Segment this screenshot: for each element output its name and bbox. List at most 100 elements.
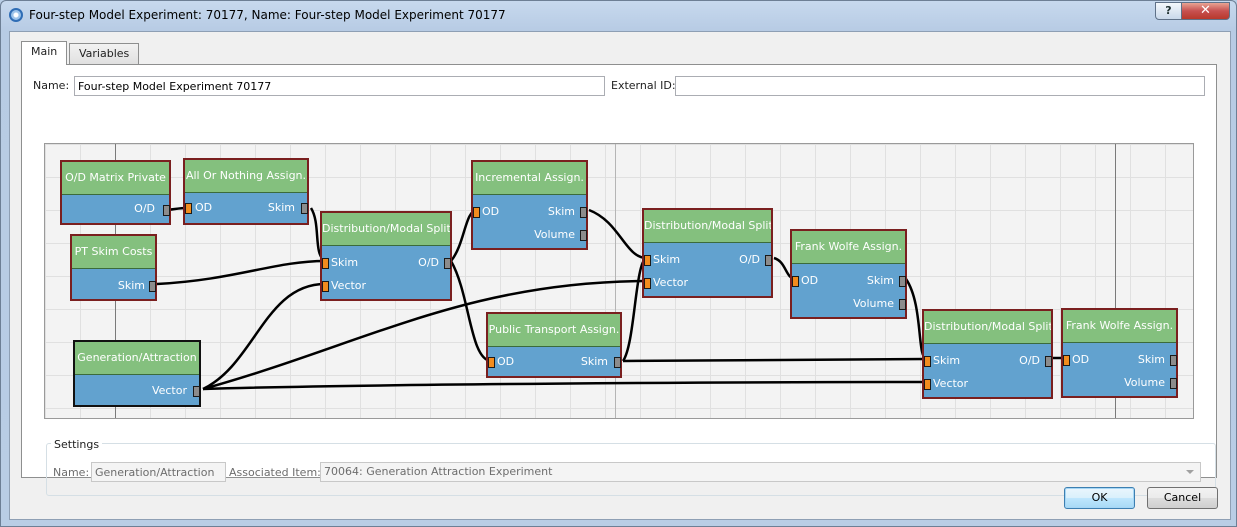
port-label: OD	[482, 205, 500, 218]
port-label: Skim	[547, 205, 575, 218]
node-title: Incremental Assign.	[473, 162, 586, 195]
node-title: Frank Wolfe Assign.	[1063, 310, 1176, 343]
node-distribution-3[interactable]: Distribution/Modal Split Skim Vector O/D	[922, 309, 1053, 399]
cancel-button[interactable]: Cancel	[1147, 487, 1218, 509]
help-button[interactable]: ?	[1155, 2, 1182, 20]
port-label: Skim	[580, 355, 608, 368]
node-title: Public Transport Assign.	[488, 314, 620, 347]
input-port[interactable]	[924, 356, 931, 367]
input-port[interactable]	[1063, 355, 1070, 366]
node-title: All Or Nothing Assign.	[185, 160, 307, 193]
close-button[interactable]: ✕	[1181, 2, 1230, 20]
input-port[interactable]	[792, 276, 799, 287]
output-port[interactable]	[1045, 356, 1052, 367]
node-frank-wolfe-1[interactable]: Frank Wolfe Assign. OD Skim Volume	[790, 229, 907, 319]
tab-main[interactable]: Main	[21, 41, 68, 65]
port-label: Skim	[1137, 353, 1165, 366]
wire-dist1-pta	[449, 260, 492, 363]
node-title: Distribution/Modal Split	[644, 210, 771, 243]
input-port[interactable]	[322, 281, 329, 292]
port-label: Skim	[331, 256, 359, 269]
port-label: OD	[801, 274, 819, 287]
model-canvas[interactable]: O/D Matrix Private O/D PT Skim Costs Ski…	[44, 143, 1194, 419]
window-title: Four-step Model Experiment: 70177, Name:…	[29, 8, 506, 22]
node-distribution-1[interactable]: Distribution/Modal Split Skim Vector O/D	[320, 211, 452, 301]
input-port[interactable]	[473, 207, 480, 218]
port-label: Skim	[267, 201, 295, 214]
port-label: O/D	[134, 202, 155, 215]
output-port[interactable]	[149, 281, 156, 292]
port-label: Vector	[151, 384, 187, 397]
output-port[interactable]	[444, 258, 451, 269]
port-label: Vector	[653, 276, 689, 289]
main-tab-panel: Name: External ID:	[21, 64, 1217, 496]
port-label: Skim	[653, 253, 681, 266]
port-label: Skim	[933, 354, 961, 367]
external-id-label: External ID:	[611, 79, 676, 92]
name-label: Name:	[33, 79, 70, 92]
settings-name-label: Name:	[53, 466, 90, 479]
node-title: Distribution/Modal Split	[924, 311, 1051, 344]
wire-gen-dist3-vector	[202, 380, 927, 391]
output-port[interactable]	[899, 276, 906, 287]
port-label: OD	[1072, 353, 1090, 366]
canvas-guide-line	[1115, 144, 1116, 418]
node-aon-assign[interactable]: All Or Nothing Assign. OD Skim	[183, 158, 309, 225]
title-bar[interactable]: Four-step Model Experiment: 70177, Name:…	[1, 1, 1236, 29]
port-label: Volume	[853, 297, 894, 310]
input-port[interactable]	[644, 278, 651, 289]
output-port[interactable]	[614, 357, 621, 368]
settings-name-input[interactable]	[91, 462, 226, 482]
input-port[interactable]	[644, 255, 651, 266]
node-title: Generation/Attraction	[75, 342, 199, 375]
app-icon	[9, 8, 23, 22]
port-label: Volume	[1124, 376, 1165, 389]
settings-group	[46, 443, 1216, 496]
output-port[interactable]	[163, 205, 170, 216]
input-port[interactable]	[924, 379, 931, 390]
node-public-transport-assign[interactable]: Public Transport Assign. OD Skim	[486, 312, 622, 378]
ok-button[interactable]: OK	[1064, 487, 1135, 509]
port-label: Vector	[331, 279, 367, 292]
port-label: O/D	[1019, 354, 1040, 367]
node-incremental-assign[interactable]: Incremental Assign. OD Skim Volume	[471, 160, 588, 250]
associated-item-value: 70064: Generation Attraction Experiment	[324, 465, 553, 478]
node-generation-attraction[interactable]: Generation/Attraction Vector	[73, 340, 201, 407]
wire-gen-dist2-vector	[202, 279, 647, 391]
node-od-matrix[interactable]: O/D Matrix Private O/D	[60, 160, 171, 225]
wire-ptskim-dist1-skim	[156, 259, 326, 286]
wire-incr-dist2	[588, 208, 647, 260]
node-title: PT Skim Costs	[72, 236, 155, 269]
output-port[interactable]	[1170, 378, 1177, 389]
input-port[interactable]	[488, 357, 495, 368]
output-port[interactable]	[193, 386, 200, 397]
wire-gen-dist1-vector	[202, 282, 326, 391]
tab-variables[interactable]: Variables	[69, 43, 140, 64]
port-label: O/D	[739, 253, 760, 266]
input-port[interactable]	[185, 203, 192, 214]
associated-item-label: Associated Item:	[229, 466, 321, 479]
associated-item-dropdown[interactable]: 70064: Generation Attraction Experiment	[320, 462, 1201, 482]
node-distribution-2[interactable]: Distribution/Modal Split Skim Vector O/D	[642, 208, 773, 298]
output-port[interactable]	[765, 255, 772, 266]
output-port[interactable]	[301, 203, 308, 214]
chevron-down-icon	[1186, 470, 1194, 474]
port-label: OD	[195, 201, 213, 214]
output-port[interactable]	[580, 207, 587, 218]
node-frank-wolfe-2[interactable]: Frank Wolfe Assign. OD Skim Volume	[1061, 308, 1178, 398]
input-port[interactable]	[322, 258, 329, 269]
wire-pta-dist3	[622, 357, 927, 363]
output-port[interactable]	[899, 299, 906, 310]
port-label: Volume	[534, 228, 575, 241]
external-id-input[interactable]	[675, 76, 1205, 96]
port-label: Skim	[117, 279, 145, 292]
name-input[interactable]	[74, 76, 605, 96]
node-title: Frank Wolfe Assign.	[792, 231, 905, 264]
node-pt-skim[interactable]: PT Skim Costs Skim	[70, 234, 157, 301]
port-label: Skim	[866, 274, 894, 287]
port-label: Vector	[933, 377, 969, 390]
output-port[interactable]	[1170, 355, 1177, 366]
port-label: OD	[497, 355, 515, 368]
output-port[interactable]	[580, 230, 587, 241]
